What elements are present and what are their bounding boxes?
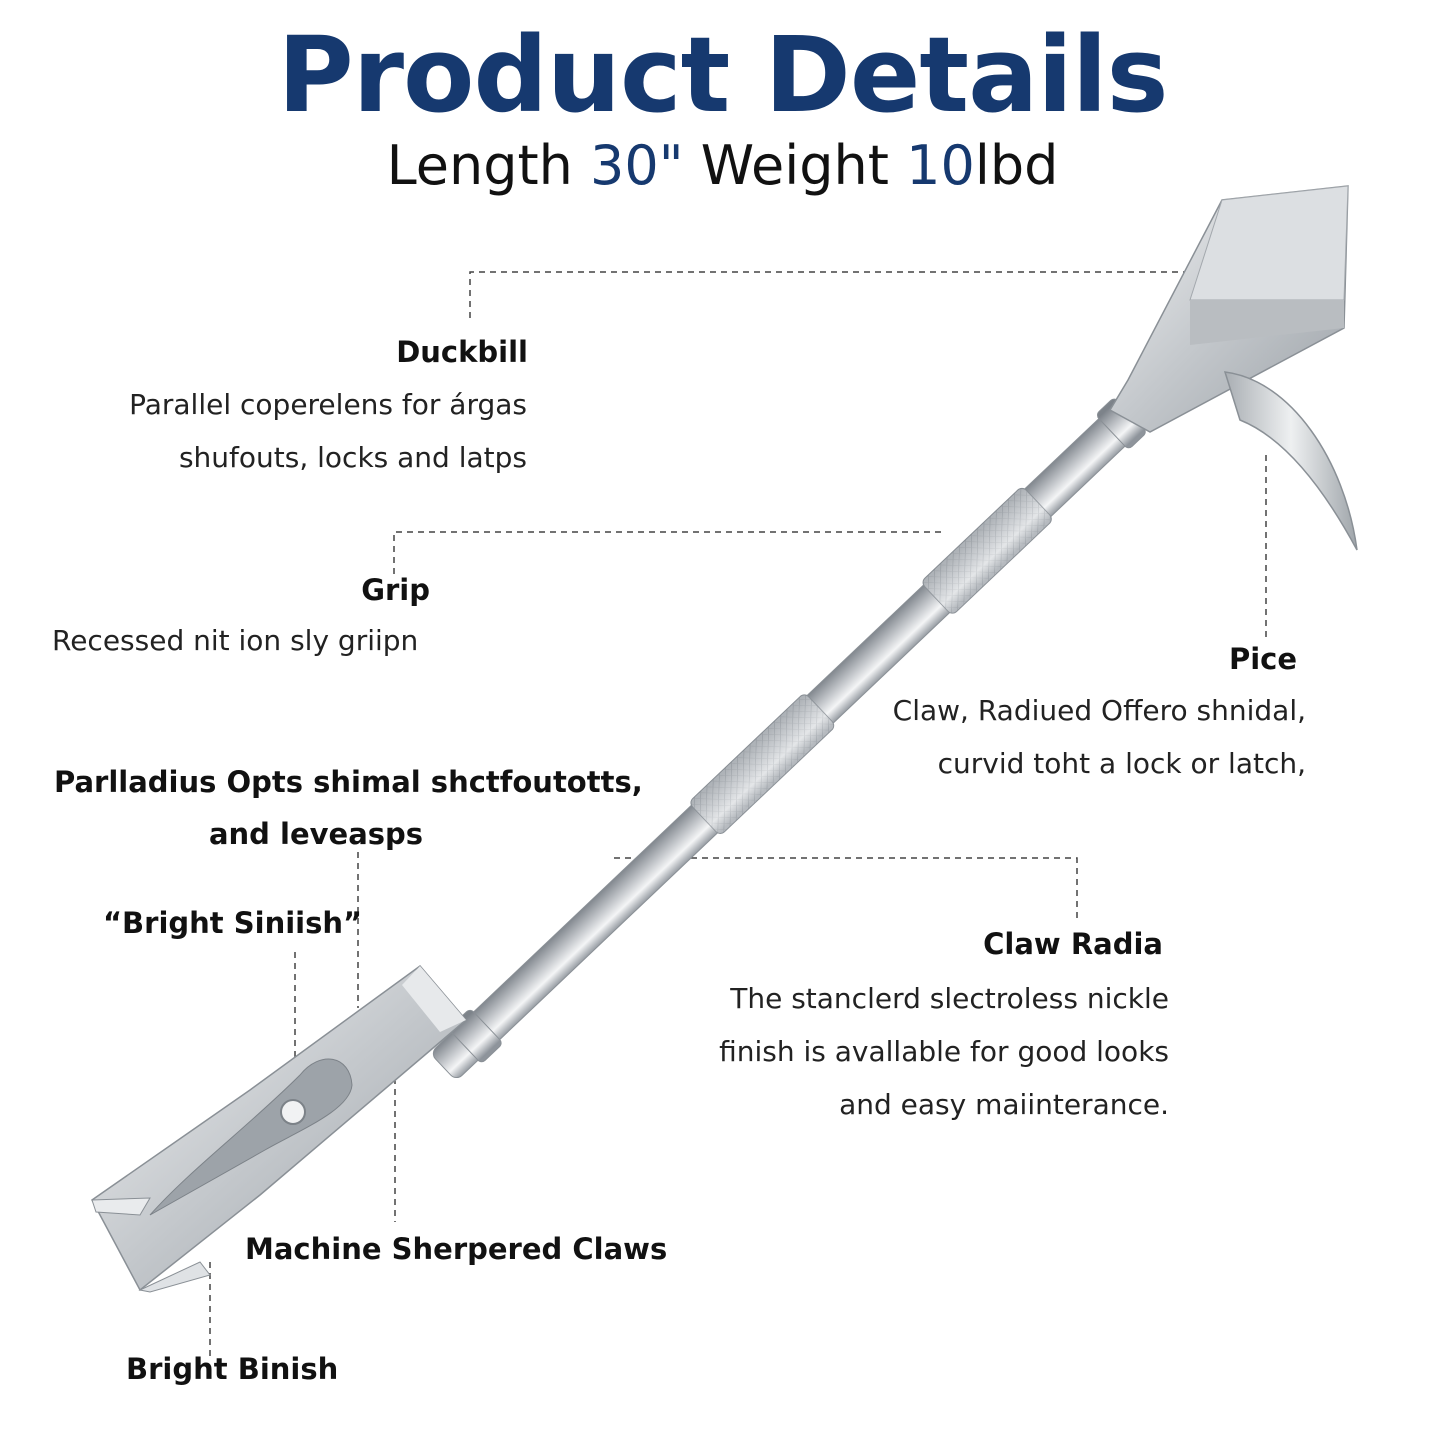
callout-parladius: Parlladius Opts shimal shctfoutotts, and… (54, 756, 643, 860)
pick-spike (1223, 371, 1358, 551)
callout-parladius-line-1: Parlladius Opts shimal shctfoutotts, (54, 765, 643, 799)
callout-bright-binish-title: Bright Binish (126, 1352, 339, 1386)
callout-claw-radia-line-3: and easy maiinterance. (839, 1088, 1169, 1122)
callout-pice-title: Pice (1228, 642, 1297, 676)
callout-claw-radia-line-2: finish is avallable for good looks (719, 1035, 1169, 1069)
fork-claw-head (91, 964, 468, 1293)
duckbill-head (1108, 185, 1349, 433)
callout-pice-desc: Claw, Radiued Offero shnidal, curvid toh… (850, 684, 1306, 790)
leader-grip (393, 531, 945, 574)
leader-duckbill (469, 271, 1226, 318)
callout-duckbill-title: Duckbill (396, 335, 528, 369)
callout-grip-desc: Recessed nit ion sly griipn (52, 614, 418, 667)
leader-claw-radia (610, 857, 1078, 918)
tool-shaft (432, 398, 1146, 1079)
callout-duckbill-line-1: Parallel coperelens for árgas (129, 388, 527, 421)
length-label: Length (386, 134, 573, 197)
weight-unit: lbd (974, 134, 1059, 197)
callout-grip-title: Grip (361, 573, 430, 607)
callout-duckbill-line-2: shufouts, locks and latps (178, 441, 527, 475)
page-title: Product Details (277, 14, 1169, 136)
callout-pice-line-1: Claw, Radiued Offero shnidal, (892, 694, 1306, 727)
callout-machine-claws-title: Machine Sherpered Claws (245, 1232, 668, 1266)
callout-bright-siniish-title: “Bright Siniish” (103, 906, 363, 940)
callout-pice-line-2: curvid toht a lock or latch, (937, 747, 1306, 781)
callout-claw-radia-title: Claw Radia (983, 927, 1163, 961)
callout-parladius-line-2: and leveasps (208, 817, 424, 852)
callout-claw-radia-line-1: The stanclerd slectroless nickle (730, 982, 1169, 1015)
length-value: 30" (590, 134, 684, 197)
specs-line: Length 30" Weight 10lbd (0, 136, 1445, 195)
leader-lines (209, 271, 1267, 1360)
weight-label: Weight (700, 134, 889, 197)
callout-grip-line-1: Recessed nit ion sly griipn (52, 624, 419, 657)
callout-claw-radia-desc: The stanclerd slectroless nickle finish … (700, 972, 1169, 1132)
weight-value: 10 (906, 134, 975, 197)
callout-duckbill-desc: Parallel coperelens for árgas shufouts, … (60, 378, 527, 484)
